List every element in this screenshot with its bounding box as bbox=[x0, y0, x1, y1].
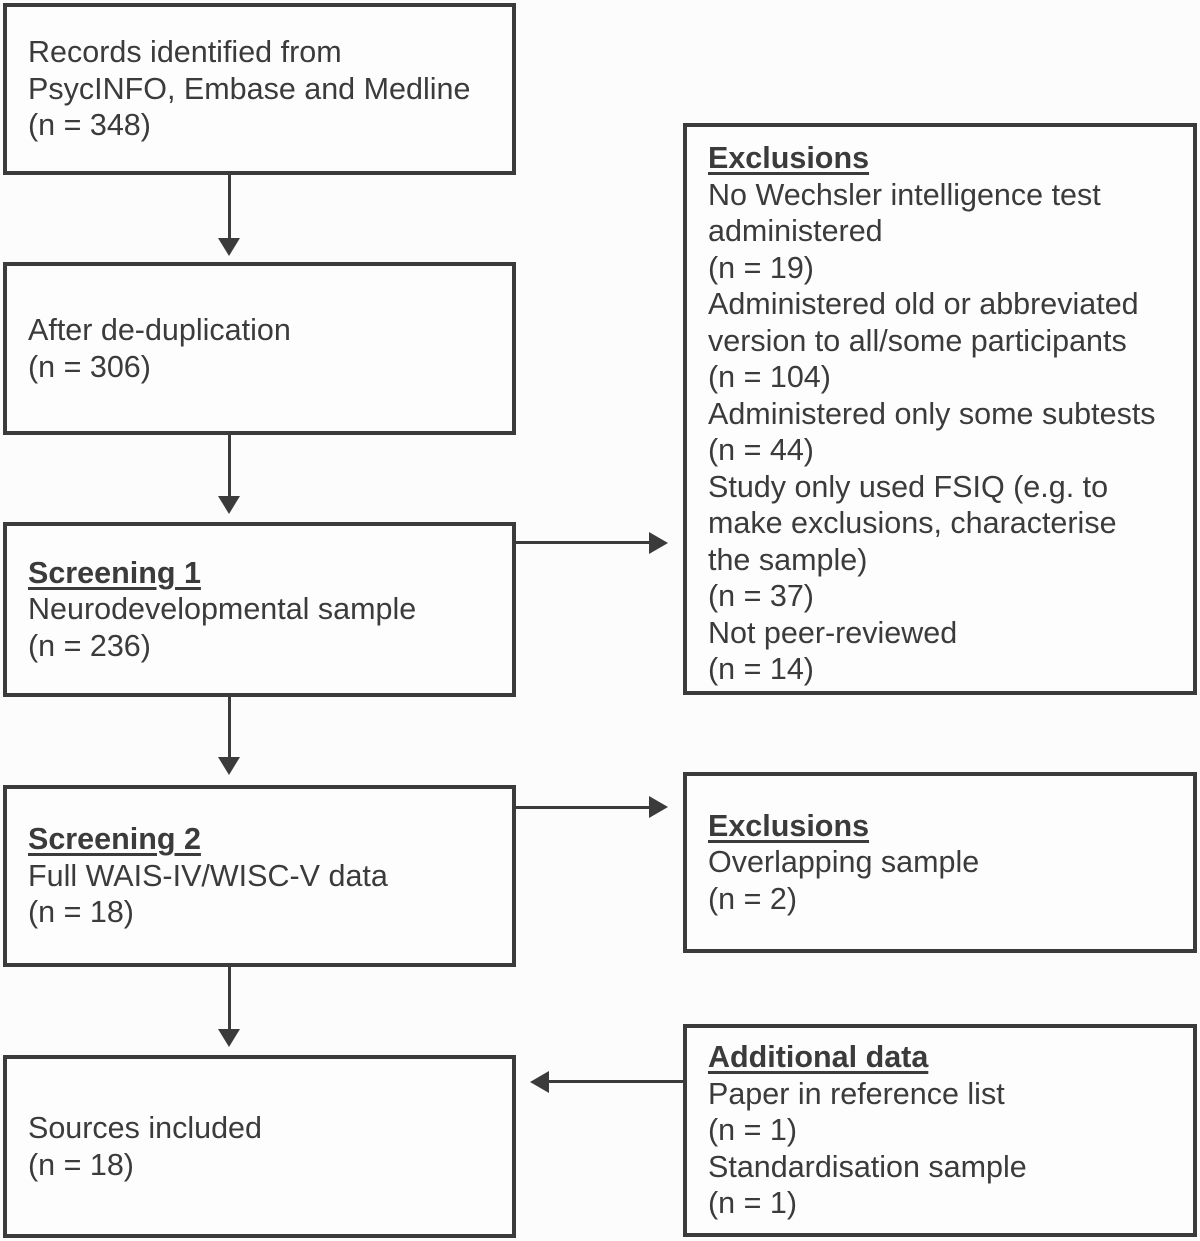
box-after-deduplication: After de-duplication(n = 306) bbox=[3, 262, 516, 435]
arrow-screening1-to-screening2-stem bbox=[228, 697, 231, 757]
arrow-right-icon bbox=[649, 532, 668, 554]
text-line: Full WAIS-IV/WISC-V data bbox=[28, 858, 388, 893]
box-text: Neurodevelopmental sample(n = 236) bbox=[28, 591, 494, 664]
box-text: Full WAIS-IV/WISC-V data(n = 18) bbox=[28, 858, 494, 931]
arrow-down-icon bbox=[218, 1029, 240, 1047]
arrow-dedup-to-screening1-stem bbox=[228, 435, 231, 496]
box-sources-included: Sources included(n = 18) bbox=[3, 1055, 516, 1238]
text-line: (n = 19) bbox=[708, 250, 814, 285]
text-line: (n = 44) bbox=[708, 433, 814, 467]
text-line: PsycINFO, Embase and Medline bbox=[28, 71, 471, 106]
text-line: (n = 1) bbox=[708, 1113, 797, 1148]
text-line: Administered only some subtests bbox=[708, 396, 1156, 431]
arrow-down-icon bbox=[218, 496, 240, 514]
box-text: Overlapping sample(n = 2) bbox=[708, 844, 1175, 917]
text-line: Paper in reference list bbox=[708, 1076, 1005, 1111]
text-line: administered bbox=[708, 214, 883, 248]
text-line: Overlapping sample bbox=[708, 845, 980, 880]
text-line: Neurodevelopmental sample bbox=[28, 592, 417, 627]
box-heading: Screening 2 bbox=[28, 822, 201, 857]
box-additional-data: Additional data Paper in reference list(… bbox=[683, 1024, 1197, 1237]
text-line: Study only used FSIQ (e.g. to bbox=[708, 469, 1109, 504]
text-line: Records identified from bbox=[28, 35, 342, 70]
arrow-screening2-to-sources-stem bbox=[228, 967, 231, 1029]
box-exclusions-screening-2: Exclusions Overlapping sample(n = 2) bbox=[683, 772, 1197, 953]
text-line: Sources included bbox=[28, 1111, 262, 1145]
arrow-down-icon bbox=[218, 238, 240, 256]
text-line: (n = 348) bbox=[28, 108, 151, 143]
box-screening-2: Screening 2 Full WAIS-IV/WISC-V data(n =… bbox=[3, 785, 516, 967]
text-line: (n = 104) bbox=[708, 360, 831, 394]
text-line: Administered old or abbreviated bbox=[708, 287, 1139, 321]
text-line: (n = 306) bbox=[28, 349, 151, 384]
text-line: Standardisation sample bbox=[708, 1149, 1027, 1184]
text-line: (n = 2) bbox=[708, 881, 797, 916]
box-heading: Exclusions bbox=[708, 808, 870, 843]
text-line: (n = 18) bbox=[28, 1147, 134, 1182]
text-line: No Wechsler intelligence test bbox=[708, 177, 1101, 212]
box-screening-1: Screening 1 Neurodevelopmental sample(n … bbox=[3, 522, 516, 697]
arrow-left-icon bbox=[530, 1071, 549, 1093]
text-line: (n = 236) bbox=[28, 628, 151, 663]
text-line: After de-duplication bbox=[28, 313, 291, 347]
arrow-right-icon bbox=[649, 796, 668, 818]
box-heading: Additional data bbox=[708, 1040, 929, 1075]
text-line: (n = 37) bbox=[708, 579, 814, 613]
arrow-screening2-to-exclusions-stem bbox=[516, 806, 650, 809]
arrow-screening1-to-exclusions-stem bbox=[516, 541, 650, 544]
text-line: version to all/some participants bbox=[708, 323, 1127, 358]
text-line: (n = 14) bbox=[708, 652, 814, 686]
text-line: Not peer-reviewed bbox=[708, 615, 958, 650]
box-text: Sources included(n = 18) bbox=[28, 1110, 494, 1183]
box-heading: Screening 1 bbox=[28, 555, 201, 590]
box-exclusions-screening-1: Exclusions No Wechsler intelligence test… bbox=[683, 123, 1197, 695]
text-line: (n = 1) bbox=[708, 1186, 797, 1221]
arrow-down-icon bbox=[218, 757, 240, 775]
arrow-records-to-dedup-stem bbox=[228, 175, 231, 238]
box-text: After de-duplication(n = 306) bbox=[28, 312, 494, 385]
arrow-additional-to-sources-stem bbox=[549, 1080, 683, 1083]
text-line: (n = 18) bbox=[28, 895, 134, 930]
text-line: the sample) bbox=[708, 542, 868, 577]
box-text: Paper in reference list(n = 1)Standardis… bbox=[708, 1076, 1175, 1222]
text-line: make exclusions, characterise bbox=[708, 506, 1117, 540]
box-heading: Exclusions bbox=[708, 141, 870, 175]
